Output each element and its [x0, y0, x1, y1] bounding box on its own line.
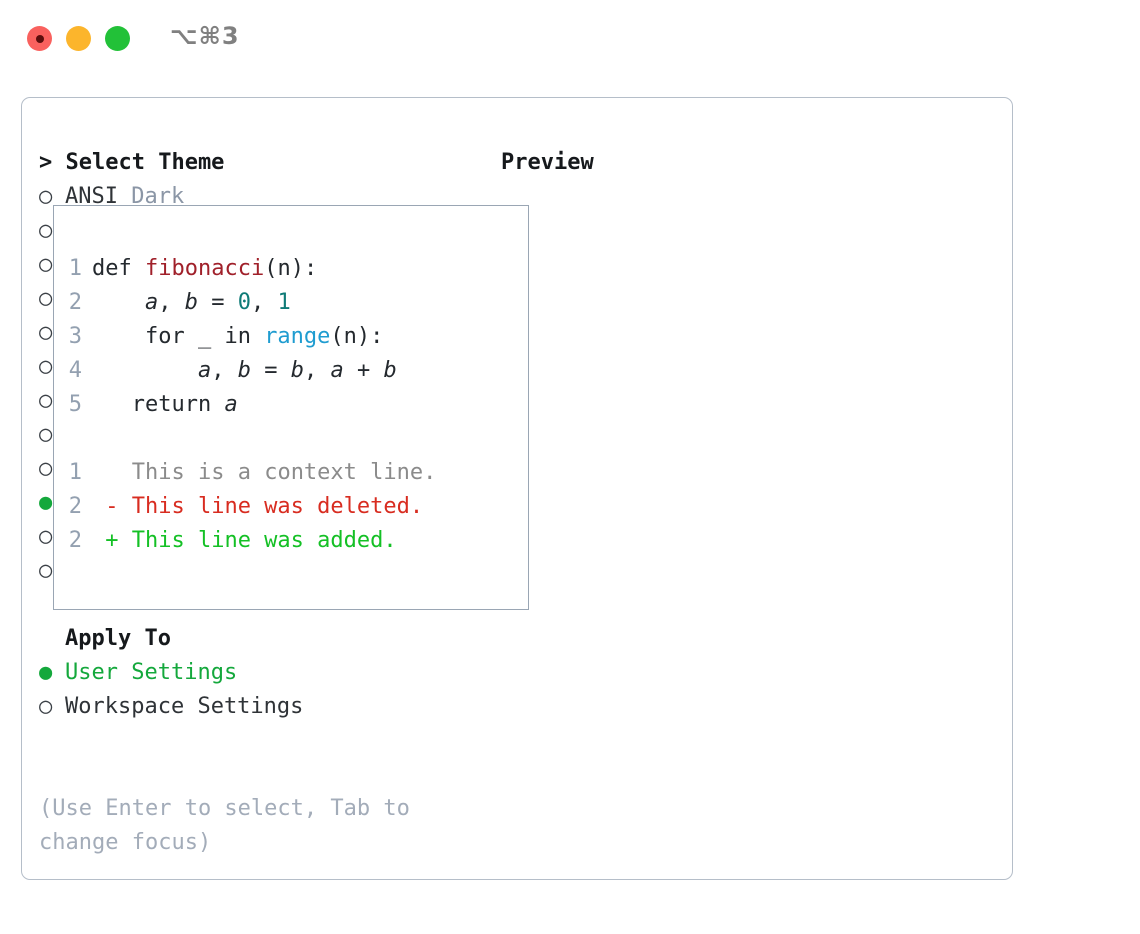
radio-icon: ○	[39, 422, 53, 447]
code-token-ctx: a	[237, 460, 251, 485]
code-line: 5 return a	[54, 388, 528, 422]
code-token-ctx: This is	[92, 460, 238, 485]
code-token-var: a	[224, 392, 238, 417]
code-text: + This line was added.	[92, 524, 397, 558]
code-token-var: b	[184, 290, 198, 315]
radio-icon: ○	[39, 252, 53, 277]
code-text: This is a context line.	[92, 456, 437, 490]
radio-icon: ○	[39, 524, 53, 549]
code-token-plain: (n):	[264, 256, 318, 281]
maximize-button[interactable]	[105, 26, 130, 51]
code-line: 3 for _ in range(n):	[54, 320, 528, 354]
radio-icon: ○	[39, 320, 53, 345]
code-token-kw: def	[92, 256, 145, 281]
line-number: 3	[68, 324, 82, 349]
radio-icon: ○	[39, 354, 53, 379]
line-number: 2	[68, 494, 82, 519]
line-number: 2	[68, 290, 82, 315]
line-number: 5	[68, 392, 82, 417]
code-text: - This line was deleted.	[92, 490, 423, 524]
preview-column: Preview	[501, 146, 991, 180]
code-token-var: a	[144, 290, 159, 315]
keyboard-shortcut-label: ⌥⌘3	[170, 22, 240, 50]
code-token-plain: (n):	[330, 324, 384, 349]
code-token-kw: for _ in	[92, 324, 265, 349]
minimize-button[interactable]	[66, 26, 91, 51]
content-panel: > Select Theme ○ANSI Dark ○Atom One Dark…	[21, 97, 1013, 880]
code-text: def fibonacci(n):	[92, 252, 317, 286]
hint-spacer	[39, 724, 479, 758]
theme-list-item[interactable]: ○ ANSI Dark	[39, 180, 479, 214]
code-line: 2 - This line was deleted.	[54, 490, 528, 524]
code-line: 2 a, b = 0, 1	[54, 286, 528, 320]
code-token-plain: =	[197, 290, 238, 315]
code-token-var: b	[290, 358, 304, 383]
window-controls	[27, 26, 130, 51]
code-token-num: 1	[277, 290, 291, 315]
apply-to-label: User Settings	[65, 660, 238, 685]
line-number: 4	[68, 358, 82, 383]
theme-name: ANSI	[65, 184, 118, 209]
code-blank-line	[54, 422, 528, 456]
radio-icon-selected: ●	[39, 660, 53, 685]
code-line: 1 def fibonacci(n):	[54, 252, 528, 286]
code-line: 4 a, b = b, a + b	[54, 354, 528, 388]
radio-icon: ○	[39, 456, 53, 481]
code-token-var: b	[383, 358, 397, 383]
code-token-plain	[92, 290, 145, 315]
code-token-plain: =	[250, 358, 291, 383]
code-text: a, b = b, a + b	[92, 354, 397, 388]
line-number: 1	[68, 256, 82, 281]
close-inner-dot	[35, 34, 44, 43]
code-token-ctx: context line.	[250, 460, 437, 485]
radio-icon: ○	[39, 286, 53, 311]
code-token-fn: fibonacci	[144, 256, 265, 281]
radio-icon: ○	[39, 694, 53, 719]
radio-icon-selected: ●	[39, 490, 53, 515]
code-token-plain: ,	[303, 358, 331, 383]
close-button[interactable]	[27, 26, 52, 51]
apply-to-heading: Apply To	[65, 626, 171, 651]
radio-icon: ○	[39, 558, 53, 583]
line-number: 2	[68, 528, 82, 553]
preview-heading: Preview	[501, 150, 594, 175]
code-token-plain: ,	[250, 290, 278, 315]
keyboard-hint-text: (Use Enter to select, Tab to change focu…	[39, 796, 424, 855]
radio-icon: ○	[39, 388, 53, 413]
code-text: a, b = 0, 1	[92, 286, 291, 320]
code-token-kw: return	[92, 392, 225, 417]
radio-icon: ○	[39, 184, 53, 209]
code-token-var: a	[330, 358, 344, 383]
select-theme-heading: > Select Theme	[39, 150, 225, 175]
code-token-add: + This line was added.	[92, 528, 397, 553]
code-token-plain: +	[343, 358, 384, 383]
hint-spacer-2	[39, 758, 479, 792]
code-token-builtin: range	[264, 324, 331, 349]
apply-to-label: Workspace Settings	[65, 694, 304, 719]
apply-to-item[interactable]: ○ Workspace Settings	[39, 690, 479, 724]
code-token-num: 0	[237, 290, 251, 315]
title-bar: ⌥⌘3	[0, 0, 1140, 78]
code-line: 2 + This line was added.	[54, 524, 528, 558]
code-token-plain: ,	[211, 358, 238, 383]
line-number: 1	[68, 460, 82, 485]
theme-variant: Dark	[131, 184, 185, 209]
code-token-var: a	[197, 358, 212, 383]
code-text: return a	[92, 388, 238, 422]
radio-icon: ○	[39, 218, 53, 243]
code-token-plain	[92, 358, 198, 383]
code-text: for _ in range(n):	[92, 320, 383, 354]
apply-to-list: ● User Settings ○ Workspace Settings	[39, 656, 479, 724]
code-token-plain: ,	[158, 290, 185, 315]
apply-to-item-selected[interactable]: ● User Settings	[39, 656, 479, 690]
code-token-var: b	[237, 358, 251, 383]
code-token-del: - This line was deleted.	[92, 494, 424, 519]
code-line: 1 This is a context line.	[54, 456, 528, 490]
